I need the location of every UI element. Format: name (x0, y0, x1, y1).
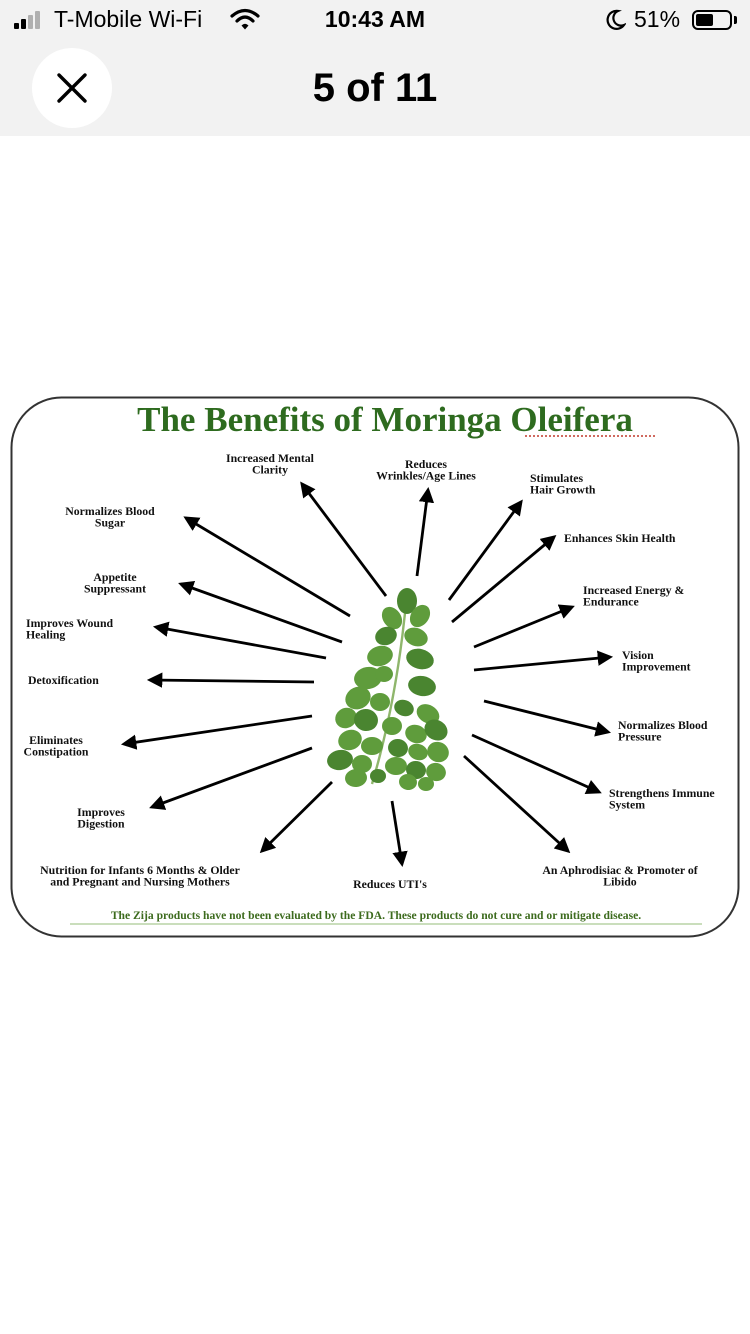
moringa-leaflet (354, 666, 382, 690)
moringa-leaflet (338, 729, 362, 751)
status-time: 10:43 AM (324, 6, 426, 32)
arrow-wound (152, 621, 327, 660)
arrow-appetite (178, 580, 343, 644)
wifi-icon (230, 8, 260, 35)
moringa-leaflet (367, 645, 393, 667)
moringa-leaflet (345, 768, 367, 788)
benefit-arrows (120, 481, 614, 868)
moringa-leaflet (406, 760, 426, 780)
battery-icon (692, 10, 732, 30)
moringa-leaflet (381, 606, 403, 630)
battery-level-fill (696, 14, 713, 26)
moringa-leaflet (399, 773, 417, 791)
do-not-disturb-moon-icon (604, 9, 628, 36)
arrow-constipation (120, 714, 313, 750)
arrow-libido (463, 754, 571, 854)
infographic-frame (10, 396, 740, 938)
moringa-leaf-sprig (327, 588, 449, 791)
moringa-leaflet (394, 699, 414, 717)
moringa-leaflet (427, 741, 449, 763)
moringa-leaflet (385, 757, 407, 775)
close-button[interactable] (32, 48, 112, 128)
close-icon (57, 73, 87, 103)
leaf-stem (370, 591, 409, 785)
moringa-leaflet (406, 648, 434, 670)
moringa-leaflet (382, 717, 402, 735)
arrow-pressure (483, 699, 611, 737)
arrow-clarity (300, 481, 388, 597)
moringa-leaflet (352, 755, 372, 773)
benefit-label-skin: Enhances Skin Health (564, 531, 676, 545)
cellular-signal-icon (14, 11, 42, 29)
arrow-hair (447, 499, 523, 601)
arrow-detox (146, 672, 315, 688)
arrow-wrinkles (415, 486, 435, 577)
moringa-leaflet (408, 675, 436, 697)
arrow-uti (390, 800, 408, 868)
arrow-immune (471, 733, 602, 794)
moringa-leaflet (397, 588, 417, 614)
image-counter: 5 of 11 (312, 66, 438, 110)
carrier-name: T-Mobile Wi-Fi (54, 6, 203, 32)
infographic-title: The Benefits of Moringa Oleifera (137, 400, 633, 439)
benefit-label-uti: Reduces UTI's (353, 877, 427, 891)
arrow-digestion (149, 746, 313, 810)
moringa-leaflet (335, 707, 357, 729)
moringa-leaflet (375, 626, 397, 646)
moringa-leaflet (345, 686, 371, 710)
benefit-label-energy: Increased Energy &Endurance (583, 583, 685, 609)
moringa-leaflet (416, 704, 440, 724)
viewer-header: 5 of 11 (0, 40, 750, 136)
moringa-leaflet (370, 769, 386, 783)
arrow-skin (451, 535, 557, 624)
moringa-leaflet (370, 693, 390, 711)
moringa-leaflet (327, 749, 353, 771)
moringa-leaflet (409, 604, 431, 628)
battery-percentage: 51% (634, 6, 681, 32)
moringa-leaflet (408, 743, 428, 761)
arrow-vision (473, 650, 614, 672)
benefit-label-detox: Detoxification (28, 673, 99, 687)
moringa-leaflet (426, 762, 446, 782)
arrow-infants (259, 781, 333, 854)
moringa-leaflet (375, 666, 393, 682)
moringa-leaflet (361, 737, 383, 755)
status-bar: T-Mobile Wi-Fi 10:43 AM 51% (0, 0, 750, 40)
moringa-leaflet (354, 708, 378, 732)
moringa-leaflet (405, 724, 427, 744)
arrow-energy (473, 604, 575, 649)
image-viewer[interactable]: The Benefits of Moringa Oleifera Increas… (0, 136, 750, 1334)
moringa-infographic[interactable]: The Benefits of Moringa Oleifera Increas… (10, 396, 740, 938)
moringa-leaflet (424, 719, 448, 741)
moringa-leaflet (418, 777, 434, 791)
moringa-leaflet (388, 738, 408, 758)
arrow-sugar (183, 516, 351, 618)
battery-tip (734, 16, 737, 24)
moringa-leaflet (404, 627, 428, 647)
fda-disclaimer: The Zija products have not been evaluate… (111, 909, 641, 922)
